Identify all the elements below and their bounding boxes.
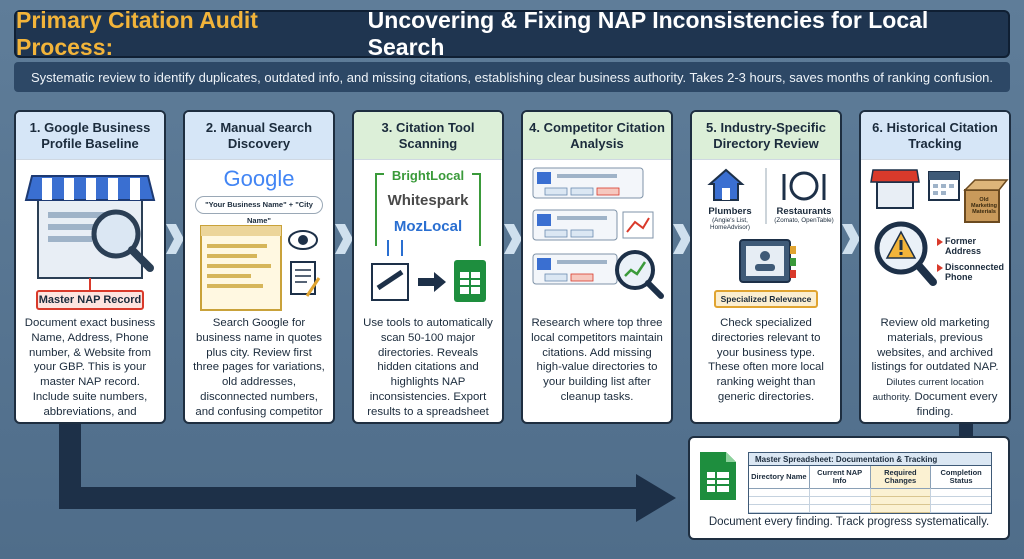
title-accent: Primary Citation Audit Process:: [16, 7, 258, 60]
column-header: Completion Status: [940, 468, 982, 485]
step-description: Check specialized directories relevant t…: [708, 317, 824, 404]
warning-magnifier-icon: [874, 221, 937, 286]
house-wrench-icon: [707, 168, 745, 201]
storefront-icon: [24, 175, 156, 292]
spreadsheet-icon: [454, 260, 486, 302]
alert-bullet-icon: [937, 238, 943, 246]
calendar-icon: [928, 171, 960, 201]
master-spreadsheet-panel: Master Spreadsheet: Documentation & Trac…: [688, 436, 1010, 540]
column-header: Directory Name: [749, 466, 810, 488]
step-card-2: 2. Manual Search Discovery Google "Your …: [183, 110, 335, 424]
step-description: Search Google for business name in quote…: [193, 317, 325, 422]
step-card-5: 5. Industry-Specific Directory Review: [690, 110, 842, 424]
history-icons: [870, 169, 1009, 286]
step-title: 1. Google Business Profile Baseline: [16, 112, 164, 160]
magnifier-icon: [615, 250, 655, 290]
chevron-right-icon: [842, 224, 860, 254]
whitespark-logo: Whitespark: [387, 192, 469, 209]
step-title: 3. Citation Tool Scanning: [354, 112, 502, 160]
column-header: Current NAP Info: [810, 466, 871, 488]
search-query-box: "Your Business Name" + "City Name": [195, 196, 323, 225]
notepad-icon: [290, 261, 316, 295]
step-description: Review old marketing materials, previous…: [861, 316, 1009, 420]
specialized-relevance-badge: Specialized Relevance: [714, 290, 818, 308]
google-logo: Google: [223, 166, 295, 191]
industry-illustration: Plumbers (Angie's List, HomeAdvisor) Res…: [692, 160, 840, 316]
alert-bullet-icon: [937, 264, 943, 272]
title-rest: Uncovering & Fixing NAP Inconsistencies …: [367, 7, 929, 60]
column-header: Required Changes: [870, 466, 932, 488]
search-illustration: Google "Your Business Name" + "City Name…: [185, 160, 333, 316]
step-description: Document exact business Name, Address, P…: [24, 317, 156, 422]
step-description: Research where top three local competito…: [531, 317, 663, 404]
competitor-illustration: [523, 160, 671, 316]
sheet-title: Master Spreadsheet: Documentation & Trac…: [749, 453, 991, 466]
step-title: 6. Historical Citation Tracking: [861, 112, 1009, 160]
desc-main: Review old marketing materials, previous…: [871, 317, 999, 374]
bottom-flow-arrow: [59, 424, 640, 509]
scanner-to-sheet-icon: [371, 173, 486, 302]
table-cell: [749, 488, 810, 513]
tools-illustration: BrightLocal Whitespark MozLocal: [354, 160, 502, 316]
master-nap-badge: Master NAP Record: [36, 290, 144, 310]
chevron-right-icon: [504, 224, 522, 254]
table-cell: [931, 488, 991, 513]
step-card-4: 4. Competitor Citation Analysis: [521, 110, 673, 424]
brightlocal-logo: BrightLocal: [391, 168, 465, 183]
plumbers-label: Plumbers: [708, 206, 752, 217]
plate-fork-icon: [782, 171, 826, 201]
step-card-1: 1. Google Business Profile Baseline Mast…: [14, 110, 166, 424]
spreadsheet-table: Master Spreadsheet: Documentation & Trac…: [748, 452, 992, 514]
restaurants-sub: (Zomato, OpenTable): [774, 217, 834, 224]
history-illustration: Old Marketing Materials Former Address D…: [861, 160, 1009, 316]
bottom-flow-arrowhead: [636, 474, 676, 522]
restaurants-label: Restaurants: [776, 206, 832, 217]
storefront-small-icon: [870, 169, 920, 209]
step-title: 4. Competitor Citation Analysis: [523, 112, 671, 160]
directory-book-icon: [739, 239, 796, 283]
eye-icon: [288, 230, 318, 250]
step-description: Use tools to automatically scan 50-100 m…: [363, 317, 493, 422]
step-card-6: 6. Historical Citation Tracking: [859, 110, 1011, 424]
step-title: 5. Industry-Specific Directory Review: [692, 112, 840, 160]
table-cell: [809, 488, 871, 513]
table-cell: [870, 488, 932, 513]
chevron-right-icon: [166, 224, 184, 254]
desc-small: Dilutes current location authority.: [872, 377, 984, 404]
desc-end: Document every finding.: [914, 391, 998, 418]
competitor-listings-icon: [532, 167, 664, 299]
step-card-3: 3. Citation Tool Scanning BrightLocal Wh…: [352, 110, 504, 424]
sheets-icon: [700, 452, 736, 500]
page-subtitle: Systematic review to identify duplicates…: [14, 62, 1010, 92]
page-title: Primary Citation Audit Process: Uncoveri…: [14, 7, 1010, 60]
chevron-right-icon: [335, 224, 353, 254]
step-title: 2. Manual Search Discovery: [185, 112, 333, 160]
chevron-right-icon: [673, 224, 691, 254]
box-label: Old Marketing Materials: [971, 197, 997, 215]
plumbers-sub: (Angie's List, HomeAdvisor): [710, 217, 750, 231]
mozlocal-logo: MozLocal: [393, 218, 463, 235]
former-address-label: Former Address: [945, 236, 982, 257]
disconnected-phone-label: Disconnected Phone: [945, 262, 1005, 283]
storefront-illustration: Master NAP Record: [16, 160, 164, 316]
industry-icons: [707, 168, 826, 283]
archive-box-icon: [963, 179, 1009, 223]
master-caption: Document every finding. Track progress s…: [708, 516, 990, 528]
